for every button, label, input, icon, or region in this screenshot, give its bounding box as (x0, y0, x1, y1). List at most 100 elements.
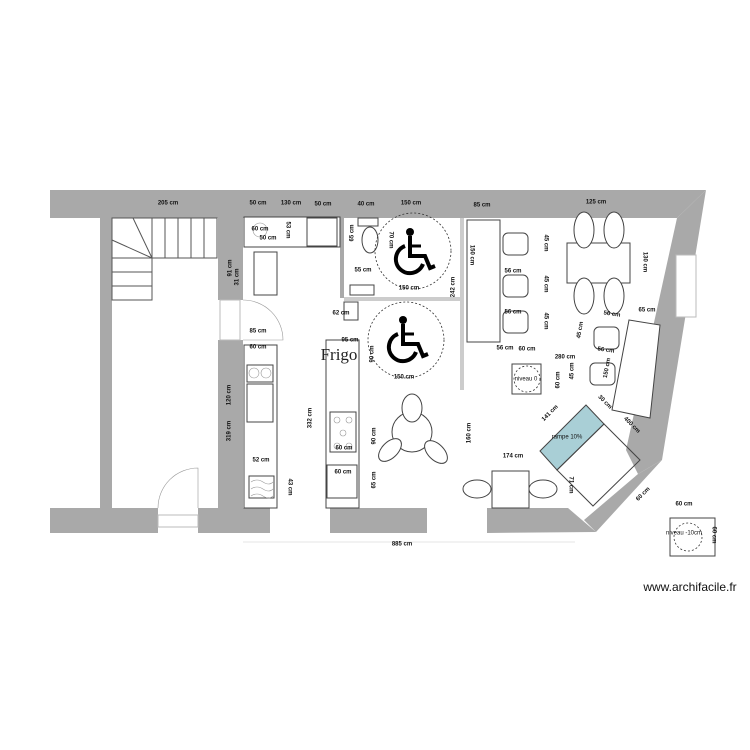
dimension-label: 60 cm (635, 486, 651, 502)
dimension-label: 56 cm (504, 310, 521, 316)
level-label: niveau 0 (515, 377, 538, 383)
dimension-label: 130 cm (281, 201, 301, 207)
dimension-label: 31 cm (235, 268, 241, 285)
dimension-label: 242 cm (451, 277, 457, 297)
wheelchair-accessible-icon (386, 316, 429, 364)
dimension-label: 71 cm (567, 476, 573, 493)
chair (462, 479, 492, 499)
dimension-label: 60 cm (251, 227, 268, 233)
dimension-label: 62 cm (332, 311, 349, 317)
bottom-wall-right (487, 508, 596, 533)
level-label: niveau -10cm (666, 531, 702, 537)
dimension-label: 56 cm (597, 346, 615, 354)
chair (603, 277, 625, 315)
dimension-label: 65 cm (350, 224, 356, 241)
dimension-label: 85 cm (473, 203, 490, 209)
kitchen-wall-upper (218, 218, 243, 300)
chair (573, 211, 595, 249)
chair (378, 438, 402, 462)
hand-washer (306, 217, 338, 247)
dimension-label: 40 cm (357, 202, 374, 208)
dining-table (566, 242, 631, 284)
chair (424, 440, 448, 464)
bottom-left-wall-2 (198, 508, 270, 533)
top-wall (50, 190, 706, 218)
window (219, 299, 241, 341)
dimension-label: 150 cm (399, 286, 419, 292)
dimension-label: 45 cm (542, 312, 548, 329)
dimension-label: 120 cm (227, 385, 233, 405)
dimension-label: 60 cm (249, 345, 266, 351)
dimension-label: 174 cm (503, 454, 523, 460)
level-minus10-marker (669, 517, 716, 557)
dimension-label: 60 cm (335, 446, 352, 452)
dimension-label: 60 cm (518, 347, 535, 353)
chair (401, 393, 423, 423)
dimension-label: 60 cm (556, 371, 562, 388)
stool (502, 232, 529, 256)
dimension-label: 50 cm (249, 201, 266, 207)
dimension-label: 150 cm (468, 245, 474, 265)
left-wall (100, 218, 112, 508)
dimension-label: 90 cm (372, 427, 378, 444)
stool (502, 274, 529, 298)
chair (603, 211, 625, 249)
armchair (593, 326, 620, 350)
chair (528, 479, 558, 499)
dimension-label: 90 cm (370, 345, 376, 362)
dimension-label: 205 cm (158, 201, 178, 207)
kitchen-sink (253, 251, 278, 296)
dimension-label: 150 cm (394, 375, 414, 381)
dimension-label: 30 cm (596, 394, 612, 410)
chair (573, 277, 595, 315)
dimension-label: 65 cm (638, 308, 655, 314)
turning-circle (367, 301, 445, 379)
radiator (248, 475, 275, 499)
dimension-label: 55 cm (354, 268, 371, 274)
wc-partition (340, 218, 344, 298)
sink-left (246, 383, 274, 423)
dimension-label: 45 cm (542, 275, 548, 292)
wheelchair-accessible-icon (393, 228, 436, 276)
wc-partition-3 (344, 297, 460, 301)
dimension-label: 56 cm (603, 310, 621, 318)
small-table (491, 470, 530, 509)
bottom-wall-middle (330, 508, 427, 533)
dimension-label: 125 cm (586, 200, 606, 206)
kitchen-door[interactable] (242, 299, 284, 341)
dimension-label: 160 cm (467, 423, 473, 443)
bottom-left-wall (50, 508, 158, 533)
dimension-label: 60 cm (710, 526, 716, 543)
dimension-label: 45 cm (576, 321, 585, 339)
watermark[interactable]: www.archifacile.fr (642, 580, 736, 594)
dimension-label: 150 cm (401, 201, 421, 207)
ramp-landing (556, 423, 641, 507)
wc-washbasin-2 (343, 301, 359, 321)
window (675, 254, 697, 318)
dimension-label: 130 cm (641, 252, 647, 272)
level-0-marker (511, 363, 542, 395)
wc-partition-2 (460, 218, 464, 390)
dimension-label: 60 cm (675, 502, 692, 508)
oven (326, 464, 358, 499)
hob-left (246, 364, 274, 383)
basin (252, 222, 268, 238)
dimension-label: 95 cm (341, 338, 358, 344)
right-corner-wall (584, 460, 662, 532)
dimension-label: 885 cm (392, 542, 412, 548)
bench (611, 319, 661, 419)
toilet-tank (357, 217, 379, 227)
staircase (111, 217, 218, 301)
dimension-label: 141 cm (541, 404, 560, 423)
armchair (589, 362, 616, 386)
dimension-label: 50 cm (314, 202, 331, 208)
entry-door[interactable] (157, 467, 199, 509)
dimension-label: 50 cm (259, 236, 276, 242)
dimension-label: 52 cm (252, 458, 269, 464)
dimension-label: 150 cm (603, 358, 612, 379)
dimension-label: 53 cm (284, 221, 290, 238)
dimension-label: 85 cm (249, 329, 266, 335)
dimension-label: 70 cm (387, 231, 393, 248)
kitchen-wall-lower (218, 340, 243, 510)
ramp-label: rampe 10% (552, 435, 583, 441)
